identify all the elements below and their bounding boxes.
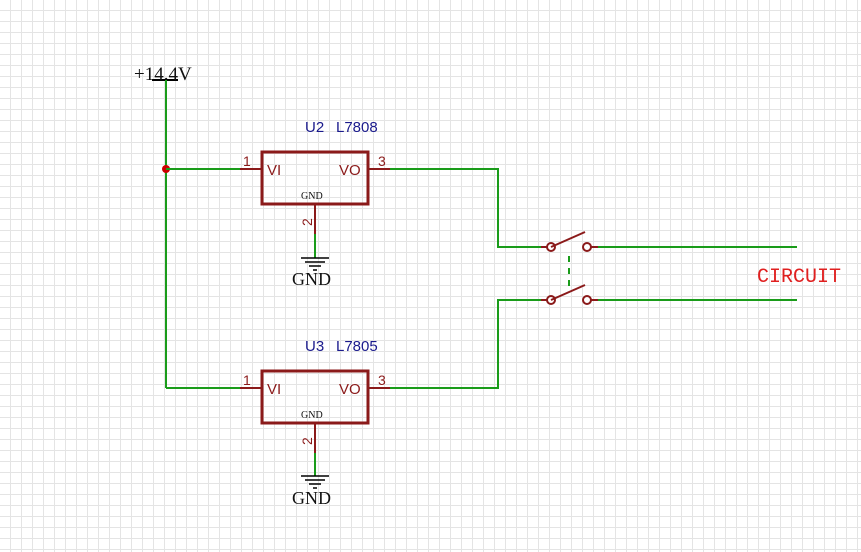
u2-ref: U2 <box>305 119 324 136</box>
switch-b-blade <box>550 284 586 301</box>
u2-part: L7808 <box>336 119 378 136</box>
u2-ground-label: GND <box>292 269 331 289</box>
u3-part: L7805 <box>336 338 378 355</box>
u3-pin-gnd-num: 2 <box>299 437 315 445</box>
regulator-u2[interactable]: U2 L7808 VI VO GND 1 3 2 <box>240 119 390 234</box>
u2-pin-gnd-num: 2 <box>299 218 315 226</box>
power-label: +14.4V <box>134 64 192 85</box>
circuit-net-label: CIRCUIT <box>757 266 841 289</box>
u2-pin-in-num: 1 <box>243 153 251 169</box>
u3-pin-gnd-label: GND <box>301 410 323 421</box>
u3-pin-in-num: 1 <box>243 372 251 388</box>
u2-pin-out-label: VO <box>339 162 361 179</box>
switch-a-blade <box>550 231 586 248</box>
u3-pin-out-label: VO <box>339 381 361 398</box>
u3-ref: U3 <box>305 338 324 355</box>
u2-pin-out-num: 3 <box>378 153 386 169</box>
power-port[interactable]: +14.4V <box>134 64 192 388</box>
u3-pin-in-label: VI <box>267 381 281 398</box>
switch-b-contact-right <box>582 295 592 305</box>
u2-pin-in-label: VI <box>267 162 281 179</box>
wire-u3-out-to-switch[interactable] <box>390 299 541 389</box>
wire-u2-out-to-switch[interactable] <box>390 168 541 248</box>
u3-ground-label: GND <box>292 488 331 508</box>
switch-dpst[interactable] <box>541 231 598 305</box>
ground-symbol-u2: GND <box>292 257 331 289</box>
ground-symbol-u3: GND <box>292 475 331 508</box>
switch-a-contact-right <box>582 242 592 252</box>
u3-pin-out-num: 3 <box>378 372 386 388</box>
u2-pin-gnd-label: GND <box>301 191 323 202</box>
regulator-u3[interactable]: U3 L7805 VI VO GND 1 3 2 <box>240 338 390 453</box>
